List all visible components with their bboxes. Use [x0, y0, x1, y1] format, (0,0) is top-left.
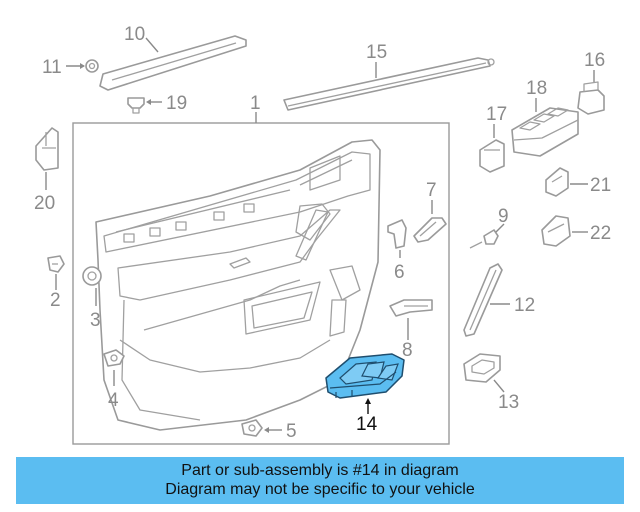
info-banner: Part or sub-assembly is #14 in diagram D…	[16, 457, 624, 504]
part-5-retainer-clip	[241, 419, 263, 437]
callout-12: 12	[514, 295, 535, 316]
part-16-mirror-switch	[577, 81, 605, 115]
part-19-clip-fastener	[127, 97, 145, 114]
callout-16: 16	[584, 50, 605, 71]
part-1-door-trim-panel	[95, 139, 381, 431]
callout-15: 15	[366, 42, 387, 63]
part-9-screw	[469, 229, 499, 249]
callout-6: 6	[394, 262, 405, 283]
callout-21: 21	[590, 175, 611, 196]
callout-20: 20	[34, 193, 55, 214]
callout-17: 17	[486, 104, 507, 125]
part-17-lock-switch	[479, 139, 505, 173]
part-21-switch-connector	[545, 167, 569, 197]
callout-7: 7	[426, 180, 437, 201]
part-11-plug	[85, 59, 99, 73]
part-8-pull-handle-bracket	[389, 299, 433, 317]
callout-14: 14	[356, 414, 378, 435]
callout-9: 9	[498, 206, 509, 227]
part-13-switch-bezel	[463, 353, 501, 383]
part-4-push-pin-clip	[103, 349, 125, 367]
callout-2: 2	[50, 290, 61, 311]
part-10-trim-molding	[99, 35, 247, 91]
callout-5: 5	[286, 421, 297, 442]
callout-1: 1	[250, 93, 261, 114]
part-7-handle-cover	[413, 217, 447, 243]
part-22-lock-switch	[541, 215, 571, 247]
part-20-courtesy-lamp	[35, 127, 59, 171]
callout-8: 8	[402, 340, 413, 361]
callout-3: 3	[90, 310, 101, 331]
banner-line-1: Part or sub-assembly is #14 in diagram	[181, 462, 459, 479]
callout-22: 22	[590, 223, 611, 244]
leader-13	[493, 379, 505, 393]
part-18-master-window-switch	[511, 107, 579, 157]
callout-19: 19	[166, 93, 187, 114]
part-12-trim-strip	[463, 263, 503, 337]
callout-13: 13	[498, 392, 519, 413]
banner-line-2: Diagram may not be specific to your vehi…	[165, 481, 475, 498]
part-14-window-switch-bezel	[325, 353, 405, 399]
part-2-clip	[47, 255, 65, 273]
callout-18: 18	[526, 78, 547, 99]
part-3-grommet	[82, 266, 102, 286]
door-trim-parts-diagram: 1 2 3 4 5 6 7 8 9 10 11 12 13 14 15 16 1…	[34, 24, 611, 445]
callout-11: 11	[42, 57, 62, 78]
callout-4: 4	[108, 390, 119, 411]
leader-9	[495, 223, 505, 233]
part-15-belt-weatherstrip	[283, 57, 495, 111]
callout-10: 10	[124, 24, 145, 45]
assembly-frame	[72, 122, 450, 445]
leader-10	[145, 37, 159, 53]
part-6-bracket	[387, 219, 407, 249]
